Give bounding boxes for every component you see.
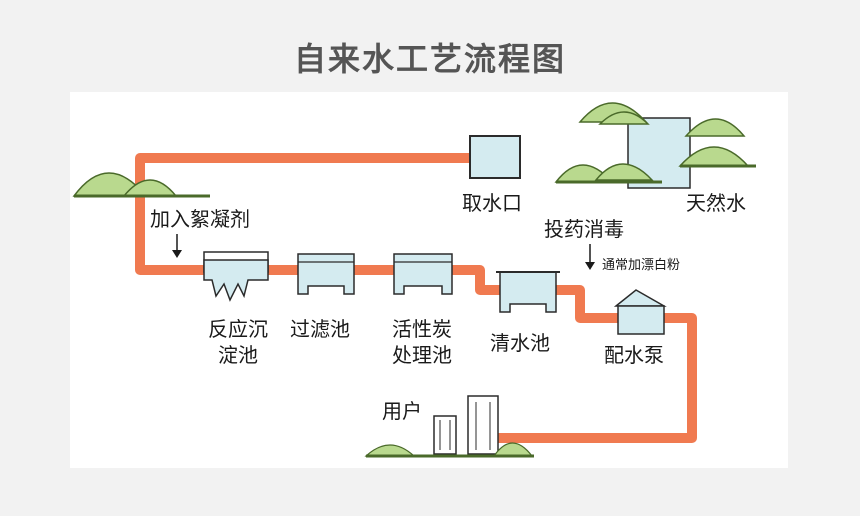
user-buildings: [364, 395, 534, 458]
label-carbon-tank-line1: 活性炭: [392, 317, 452, 341]
label-bleach-note: 通常加漂白粉: [602, 258, 681, 273]
carbon-tank: [393, 253, 453, 295]
disinfect-arrow: [585, 244, 595, 270]
label-filter-tank: 过滤池: [290, 317, 350, 341]
label-add-coagulant: 加入絮凝剂: [150, 207, 250, 231]
natural-water-source: [554, 102, 756, 189]
left-hills: [72, 172, 210, 198]
label-reaction-tank-line2: 淀池: [218, 343, 258, 367]
intake-box: [469, 135, 521, 179]
label-disinfect: 投药消毒: [544, 217, 624, 241]
coagulant-arrow: [172, 234, 182, 258]
diagram-title: 自来水工艺流程图: [293, 40, 566, 78]
label-pump: 配水泵: [604, 343, 664, 367]
label-carbon-tank-line2: 处理池: [392, 343, 452, 367]
label-intake: 取水口: [462, 191, 522, 215]
label-natural-water: 天然水: [686, 191, 746, 215]
label-clear-water-tank: 清水池: [490, 331, 550, 355]
label-reaction-tank: 反应沉 淀池: [198, 316, 278, 368]
filter-tank: [297, 253, 355, 295]
clear-water-tank: [496, 271, 560, 313]
label-carbon-tank: 活性炭 处理池: [380, 316, 464, 368]
pump-house: [613, 289, 667, 335]
reaction-tank: [203, 251, 269, 302]
label-reaction-tank-line1: 反应沉: [208, 317, 268, 341]
label-users: 用户: [382, 399, 422, 423]
